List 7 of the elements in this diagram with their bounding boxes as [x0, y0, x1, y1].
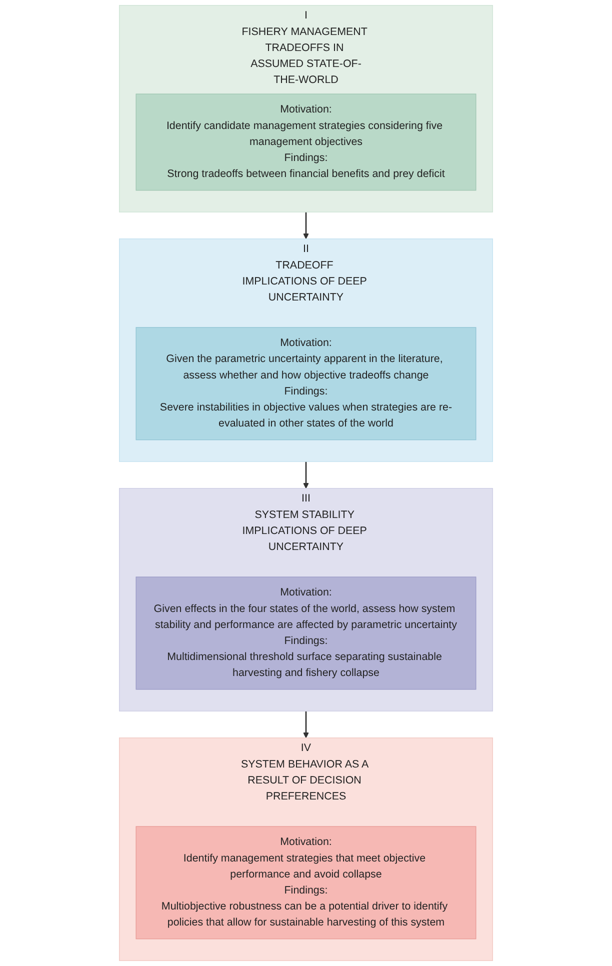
node-box: Motivation: Given the parametric uncertainty apparent in the literature, assess whether and how objective tradeoffs change Findings: Severe instabilities in objective values when strategies are re-evaluated in other states of the world	[136, 327, 476, 440]
node-box: Motivation: Identify management strategies that meet objective performance and avoid collapse Findings: Multiobjective robustness can be a potential driver to identify policies that allow for sustainable harvesting of this system	[136, 826, 476, 940]
arrow	[303, 711, 309, 738]
arrow	[303, 462, 309, 489]
node-box: Motivation: Identify candidate management strategies considering five management objectives Findings: Strong tradeoffs between financial benefits and prey deficit	[136, 94, 476, 191]
node-box: Motivation: Given effects in the four states of the world, assess how system stability and performance are affected by parametric uncertainty Findings: Multidimensional threshold surface separating sustainable harvesting and fishery collapse	[136, 576, 476, 690]
arrow	[303, 212, 309, 240]
